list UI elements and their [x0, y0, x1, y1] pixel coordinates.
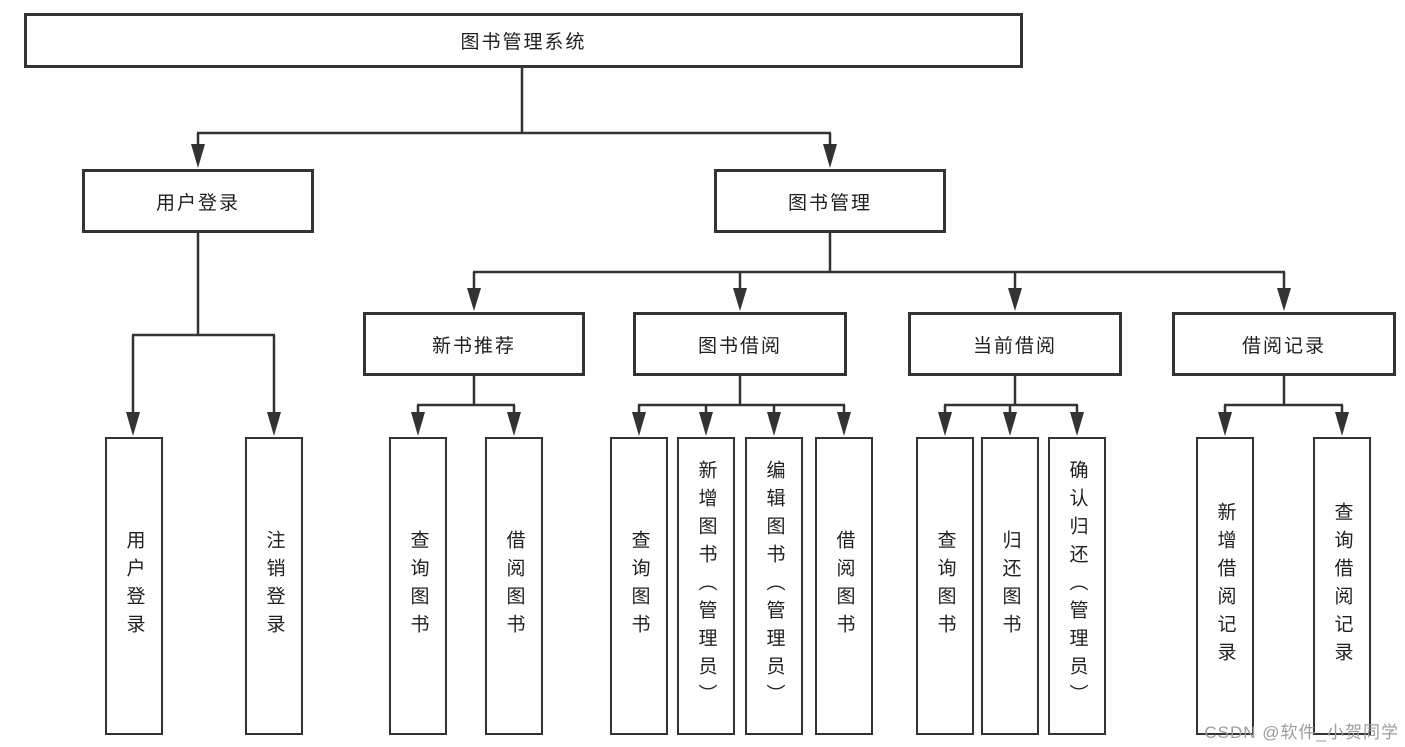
node-label: 用户登录: [123, 530, 145, 642]
watermark: CSDN @软件_小贺同学: [1204, 723, 1399, 742]
leaf-bb-borrow-books: 借阅图书: [815, 437, 873, 735]
node-book-borrow: 图书借阅: [633, 312, 847, 376]
node-label: 确认归还（管理员）: [1066, 460, 1088, 712]
leaf-user-login: 用户登录: [105, 437, 163, 735]
node-label: 借阅图书: [833, 530, 855, 642]
connector-book-borrow-children: [632, 376, 851, 436]
node-label: 借阅图书: [503, 530, 525, 642]
leaf-bb-query-books: 查询图书: [610, 437, 668, 735]
node-book-management: 图书管理: [714, 169, 946, 233]
leaf-logout-login: 注销登录: [245, 437, 303, 735]
leaf-cb-query-books: 查询图书: [916, 437, 974, 735]
connector-user-login-children: [126, 233, 281, 436]
node-label: 查询图书: [628, 530, 650, 642]
node-current-borrow: 当前借阅: [908, 312, 1122, 376]
node-label: 新增图书（管理员）: [695, 460, 717, 712]
leaf-nb-query-books: 查询图书: [389, 437, 447, 735]
node-label: 编辑图书（管理员）: [763, 460, 785, 712]
node-label: 归还图书: [999, 530, 1021, 642]
leaf-cb-return-books: 归还图书: [981, 437, 1039, 735]
node-new-book-recommend: 新书推荐: [363, 312, 585, 376]
connector-root-to-level1: [191, 68, 837, 168]
node-label: 查询借阅记录: [1331, 502, 1353, 670]
node-label: 注销登录: [263, 530, 285, 642]
node-label: 查询图书: [934, 530, 956, 642]
leaf-bb-edit-books-admin: 编辑图书（管理员）: [745, 437, 803, 735]
leaf-bb-add-books-admin: 新增图书（管理员）: [677, 437, 735, 735]
node-user-login: 用户登录: [82, 169, 314, 233]
node-label: 新增借阅记录: [1214, 502, 1236, 670]
leaf-cb-confirm-return-admin: 确认归还（管理员）: [1048, 437, 1106, 735]
leaf-nb-borrow-books: 借阅图书: [485, 437, 543, 735]
connector-borrow-records-children: [1218, 376, 1349, 436]
leaf-br-query-borrow-record: 查询借阅记录: [1313, 437, 1371, 735]
connector-book-management-to-level2: [467, 233, 1291, 311]
node-label: 查询图书: [407, 530, 429, 642]
node-borrow-records: 借阅记录: [1172, 312, 1396, 376]
node-system-root: 图书管理系统: [24, 13, 1023, 68]
connector-current-borrow-children: [938, 376, 1084, 436]
connector-new-book-recommend-children: [411, 376, 521, 436]
leaf-br-add-borrow-record: 新增借阅记录: [1196, 437, 1254, 735]
